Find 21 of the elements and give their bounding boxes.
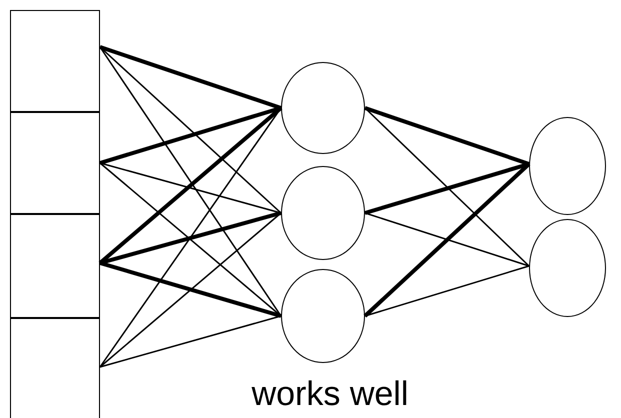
neuron-circle bbox=[281, 269, 365, 363]
connection-line bbox=[100, 46, 282, 214]
caption-text: works well bbox=[250, 374, 410, 414]
neuron-circle bbox=[529, 219, 606, 317]
neuron-circle bbox=[281, 62, 365, 154]
connection-line bbox=[364, 107, 530, 267]
connection-line bbox=[364, 265, 530, 317]
neuron-circle bbox=[529, 117, 606, 215]
input-cell bbox=[10, 318, 100, 418]
connection-line bbox=[99, 46, 282, 316]
neuron-circle bbox=[281, 166, 365, 260]
connection-line bbox=[364, 106, 530, 166]
connection-line bbox=[100, 315, 282, 368]
input-cell bbox=[10, 112, 100, 214]
connection-line bbox=[99, 45, 282, 110]
connection-line bbox=[364, 162, 530, 318]
input-cell bbox=[10, 214, 100, 318]
connection-line bbox=[364, 212, 530, 267]
input-cell bbox=[10, 10, 100, 112]
connection-line bbox=[99, 261, 282, 318]
connection-line bbox=[100, 212, 282, 368]
